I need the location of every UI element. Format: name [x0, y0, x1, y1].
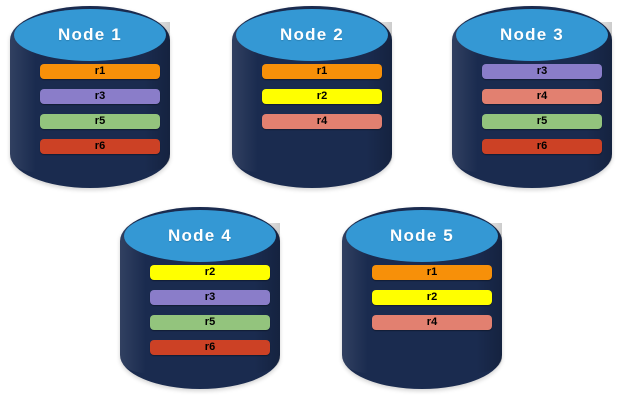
shard-bar[interactable]: r3	[482, 64, 602, 79]
shard-list-4: r2 r3 r5 r6	[150, 265, 270, 355]
shard-label: r1	[426, 266, 438, 278]
cylinder-top-disc	[14, 9, 166, 61]
node-label: Node 1	[58, 25, 122, 44]
node-cylinder-4[interactable]: Node 4 r2 r3 r5 r6	[120, 207, 280, 389]
shard-bar[interactable]: r5	[40, 114, 160, 129]
shard-label: r1	[316, 65, 328, 77]
shard-label: r3	[204, 291, 216, 303]
shard-bar[interactable]: r1	[372, 265, 492, 280]
shard-label: r2	[316, 90, 328, 102]
shard-list-1: r1 r3 r5 r6	[40, 64, 160, 154]
shard-bar[interactable]: r5	[150, 315, 270, 330]
node-label: Node 4	[168, 226, 232, 245]
shard-label: r5	[536, 115, 548, 127]
shard-label: r6	[94, 140, 106, 152]
shard-bar[interactable]: r4	[262, 114, 382, 129]
node-cylinder-1[interactable]: Node 1 r1 r3 r5 r6	[10, 6, 170, 188]
cylinder-top-disc	[346, 210, 498, 262]
cylinder-top-disc	[124, 210, 276, 262]
shard-bar[interactable]: r2	[150, 265, 270, 280]
shard-label: r4	[426, 316, 438, 328]
shard-bar[interactable]: r6	[40, 139, 160, 154]
node-label: Node 3	[500, 25, 564, 44]
shard-bar[interactable]: r3	[40, 89, 160, 104]
shard-bar[interactable]: r5	[482, 114, 602, 129]
node-label: Node 5	[390, 226, 454, 245]
shard-label: r2	[204, 266, 216, 278]
shard-label: r5	[204, 316, 216, 328]
node-cylinder-2[interactable]: Node 2 r1 r2 r4	[232, 6, 392, 188]
shard-label: r2	[426, 291, 438, 303]
shard-bar[interactable]: r4	[482, 89, 602, 104]
shard-bar[interactable]: r2	[262, 89, 382, 104]
shard-label: r4	[316, 115, 328, 127]
shard-bar[interactable]: r6	[482, 139, 602, 154]
shard-list-5: r1 r2 r4	[372, 265, 492, 330]
shard-label: r6	[204, 341, 216, 353]
shard-bar[interactable]: r6	[150, 340, 270, 355]
shard-list-2: r1 r2 r4	[262, 64, 382, 129]
shard-bar[interactable]: r4	[372, 315, 492, 330]
shard-label: r5	[94, 115, 106, 127]
node-cylinder-3[interactable]: Node 3 r3 r4 r5 r6	[452, 6, 612, 188]
shard-label: r3	[94, 90, 106, 102]
shard-list-3: r3 r4 r5 r6	[482, 64, 602, 154]
shard-bar[interactable]: r1	[262, 64, 382, 79]
shard-label: r4	[536, 90, 548, 102]
shard-bar[interactable]: r2	[372, 290, 492, 305]
cylinder-top-disc	[456, 9, 608, 61]
shard-label: r1	[94, 65, 106, 77]
shard-bar[interactable]: r3	[150, 290, 270, 305]
shard-label: r3	[536, 65, 548, 77]
cylinder-top-disc	[236, 9, 388, 61]
shard-label: r6	[536, 140, 548, 152]
node-cylinder-5[interactable]: Node 5 r1 r2 r4	[342, 207, 502, 389]
shard-bar[interactable]: r1	[40, 64, 160, 79]
node-label: Node 2	[280, 25, 344, 44]
